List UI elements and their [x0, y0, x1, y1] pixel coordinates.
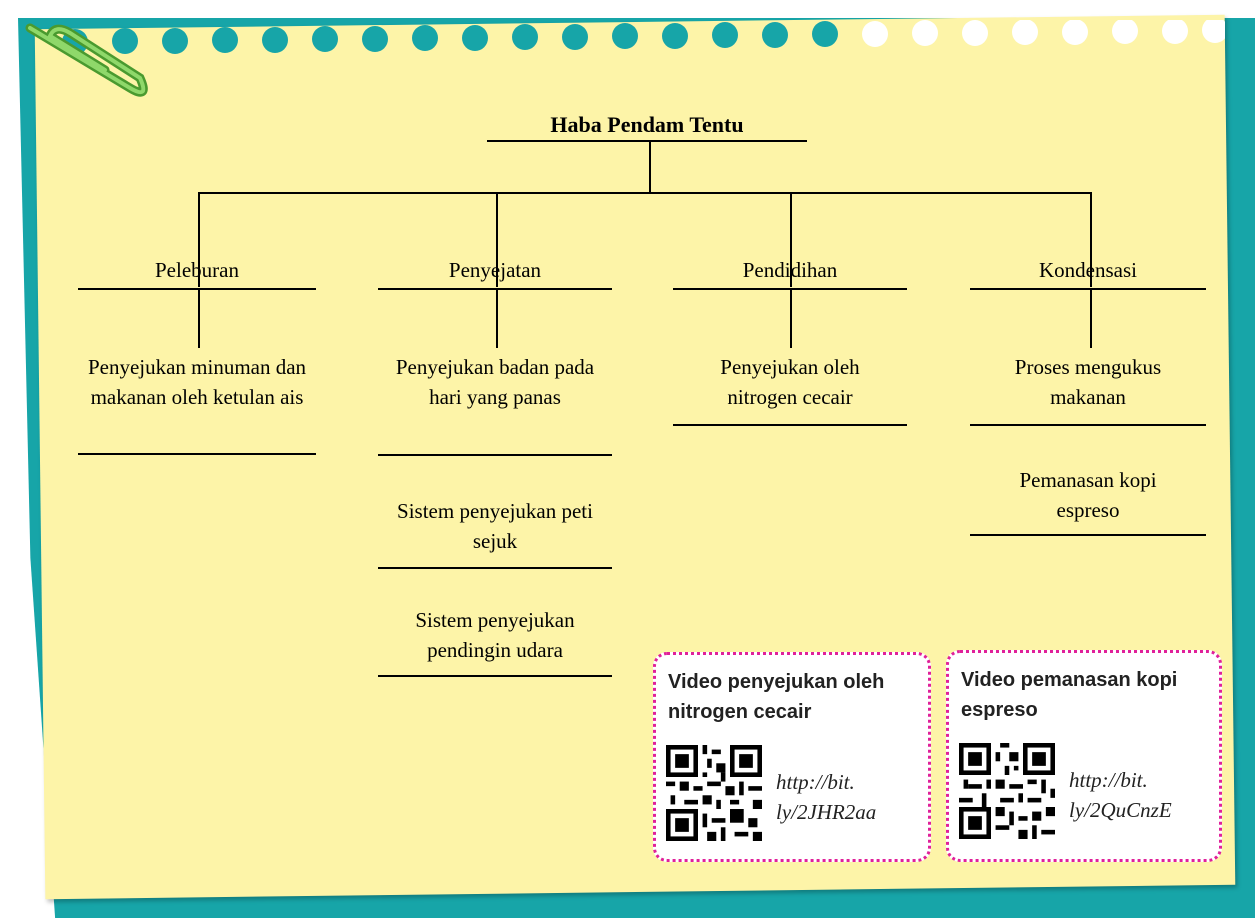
video-url-line: ly/2QuCnzE [1069, 798, 1172, 822]
example-text: Proses mengukus makanan [1014, 355, 1162, 409]
example-text: Penyejukan oleh nitrogen cecair [720, 355, 860, 409]
diagram-title: Haba Pendam Tentu [550, 112, 744, 137]
branch-stem-2 [496, 192, 498, 287]
category-label: Peleburan [155, 258, 239, 282]
example-underline [78, 453, 316, 455]
paper-clip-icon [25, 23, 148, 97]
video-card-title: Video penyejukan oleh nitrogen cecair [668, 671, 885, 723]
category-stem [1090, 288, 1092, 348]
video-card[interactable]: Video penyejukan oleh nitrogen cecair ht… [653, 652, 931, 862]
category-label: Penyejatan [448, 258, 542, 282]
video-url[interactable]: http://bit. ly/2QuCnzE [1069, 765, 1172, 825]
branch-stem-3 [790, 192, 792, 287]
category-underline [378, 288, 612, 290]
example-underline [378, 675, 612, 677]
category-label: Pendidihan [742, 258, 838, 282]
example-underline [378, 454, 612, 456]
example-text: Penyejukan badan pada hari yang panas [395, 355, 595, 409]
category-stem [496, 288, 498, 348]
example-underline [378, 567, 612, 569]
title-stem [649, 140, 651, 192]
category-underline [970, 288, 1206, 290]
category-label: Kondensasi [1039, 258, 1137, 282]
video-url-line: ly/2JHR2aa [776, 800, 877, 824]
example-text: Penyejukan minuman dan makanan oleh ketu… [87, 355, 307, 409]
category-stem [790, 288, 792, 348]
qr-code-icon[interactable] [666, 745, 762, 841]
video-url[interactable]: http://bit. ly/2JHR2aa [776, 767, 876, 827]
category-stem [198, 288, 200, 348]
title-underline [487, 140, 807, 142]
video-card-title: Video pemanasan kopi espreso [961, 669, 1178, 721]
spiral-holes [62, 20, 1225, 55]
example-underline [970, 424, 1206, 426]
example-text: Pemanasan kopi espreso [1019, 468, 1157, 522]
branch-stem-4 [1090, 192, 1092, 287]
example-text: Sistem penyejukan peti sejuk [397, 499, 593, 553]
example-underline [673, 424, 907, 426]
branch-bar [198, 192, 1091, 194]
example-underline [970, 534, 1206, 536]
example-text: Sistem penyejukan pendingin udara [415, 608, 575, 662]
video-card[interactable]: Video pemanasan kopi espreso http://bit.… [946, 650, 1222, 862]
video-url-line: http://bit. [1069, 768, 1148, 792]
qr-code-icon[interactable] [959, 743, 1055, 839]
branch-stem-1 [198, 192, 200, 287]
video-url-line: http://bit. [776, 770, 855, 794]
category-underline [78, 288, 316, 290]
